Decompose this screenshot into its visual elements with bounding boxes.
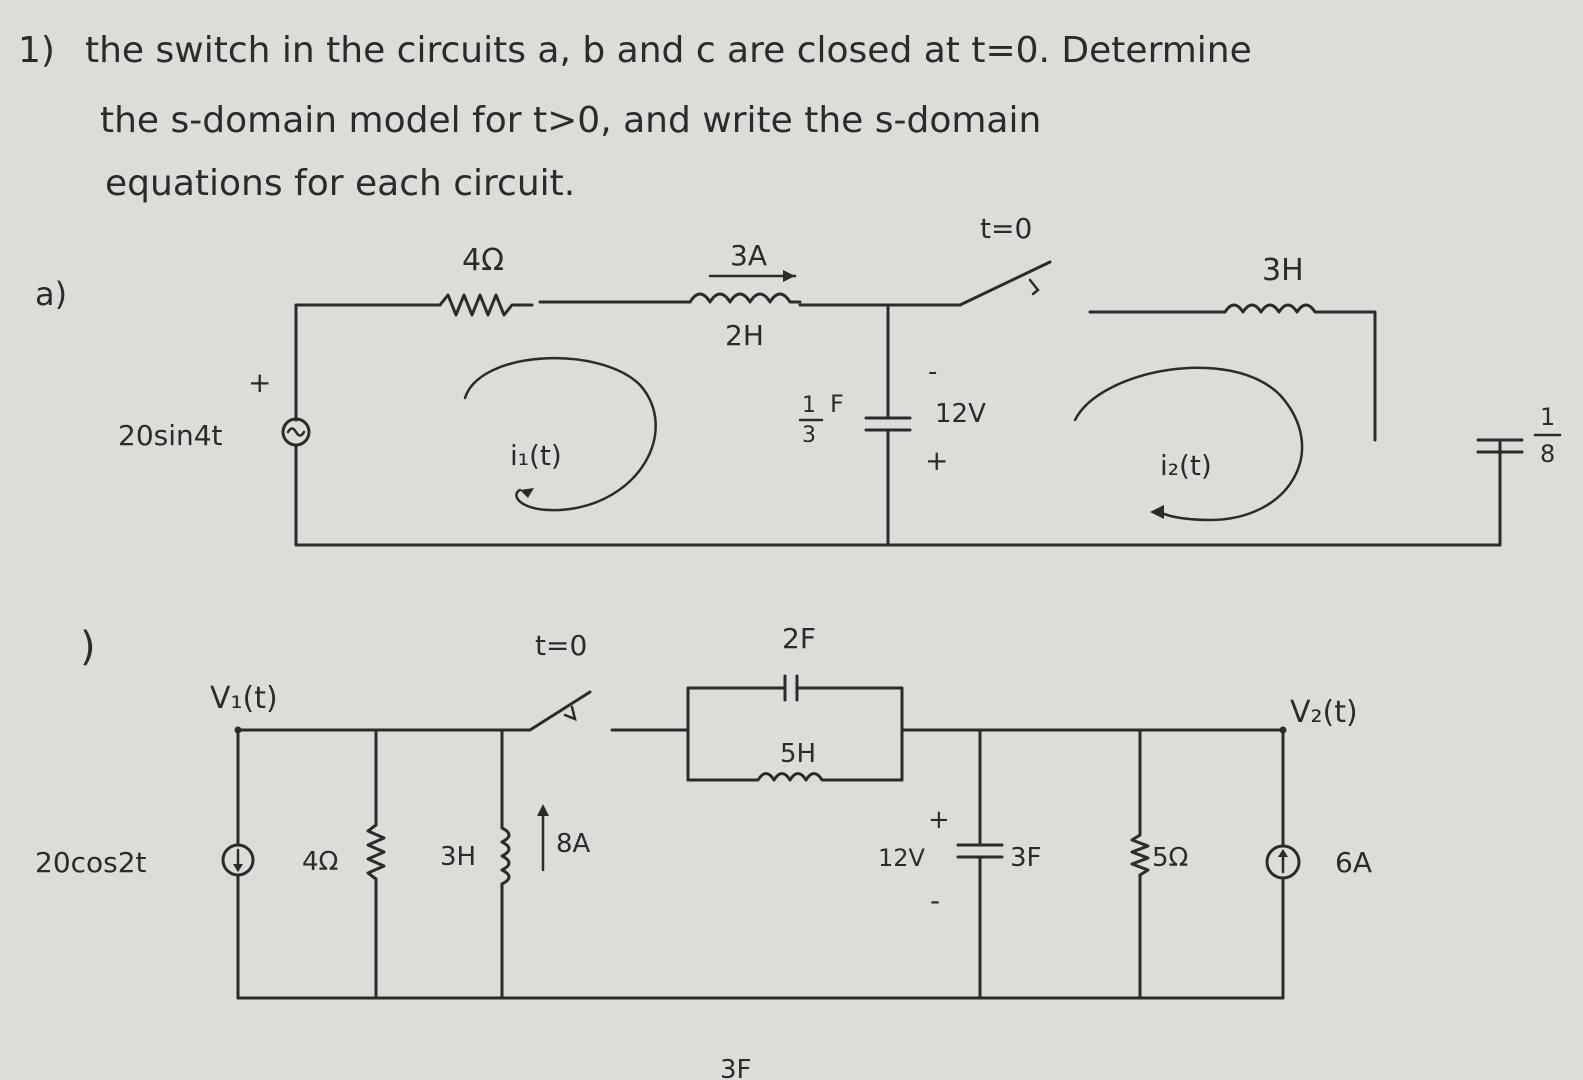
- inductor-b1-current-label: 8A: [556, 829, 591, 859]
- loop-current-2-label: i₂(t): [1160, 449, 1212, 482]
- cap-2f-label: 2F: [782, 622, 816, 655]
- source-value-label: 20sin4t: [118, 419, 223, 452]
- circuit-a-left-wire-top: [294, 303, 442, 422]
- current-source-2-label: 6A: [1335, 846, 1372, 879]
- capacitor-2-den: 8: [1540, 440, 1555, 468]
- ac-wave-icon: [286, 427, 306, 437]
- inductor-5h-icon: [686, 772, 904, 782]
- cap-plus-sign: +: [925, 444, 948, 477]
- problem-line-3: equations for each circuit.: [105, 163, 575, 204]
- cap-fraction-den: 3: [802, 423, 816, 448]
- cap-3f-minus: -: [930, 884, 940, 917]
- parallel-top-right: [795, 686, 904, 782]
- problem-statement: 1) the switch in the circuits a, b and c…: [18, 30, 1252, 204]
- inductor-b1-icon: [500, 826, 511, 886]
- loop-current-1-arrow: [463, 356, 657, 512]
- cap-unit-label: F: [830, 390, 844, 418]
- inductor-3h-label: 3H: [1262, 253, 1304, 288]
- inductor-2h-icon: [688, 292, 802, 304]
- node-v2-label: V₂(t): [1290, 695, 1358, 730]
- node-v1-label: V₁(t): [210, 681, 278, 716]
- problem-number: 1): [18, 30, 55, 71]
- cap-3f-plus: +: [928, 805, 950, 835]
- loop-2-arrowhead-icon: [1150, 505, 1164, 519]
- inductor-current-label: 3A: [730, 239, 767, 272]
- cap-3f-voltage: 12V: [878, 844, 926, 872]
- cut-off-label: 3F: [720, 1055, 752, 1080]
- ac-source-icon: [281, 417, 311, 447]
- switch-a-time-label: t=0: [980, 212, 1032, 245]
- resistor-b1-label: 4Ω: [302, 847, 338, 877]
- resistor-4ohm-label: 4Ω: [462, 243, 504, 278]
- switch-a-arrow-icon: [1028, 278, 1040, 296]
- cap-voltage-label: 12V: [935, 399, 986, 429]
- circuit-b-label: ): [80, 624, 96, 670]
- cap-minus-sign: -: [928, 357, 937, 387]
- resistor-b2-label: 5Ω: [1152, 843, 1188, 873]
- switch-b-blade: [528, 690, 592, 732]
- loop-1-arrowhead-icon: [520, 488, 534, 498]
- capacitor-2-num: 1: [1540, 403, 1555, 431]
- inductor-2h-label: 2H: [725, 319, 764, 352]
- circuit-a: a) 4Ω 3A 2H 1 3 F - 12V + t=0 3H: [35, 212, 1562, 547]
- source-b1-label: 20cos2t: [35, 846, 147, 879]
- problem-line-1: the switch in the circuits a, b and c ar…: [85, 30, 1252, 71]
- source-plus-sign: +: [248, 366, 271, 399]
- problem-line-2: the s-domain model for t>0, and write th…: [100, 100, 1041, 141]
- resistor-b1-icon: [366, 823, 386, 881]
- inductor-b1-arrowhead-icon: [537, 804, 549, 816]
- switch-b-time-label: t=0: [535, 629, 587, 662]
- switch-a-blade: [958, 260, 1052, 307]
- circuit-a-label: a): [35, 275, 67, 313]
- circuit-b: ) V₁(t) t=0 2F 5H V₂(t) 20cos2t: [35, 622, 1372, 1080]
- resistor-b2-icon: [1130, 833, 1150, 877]
- resistor-4ohm-icon: [438, 293, 534, 317]
- loop-current-2-arrow: [1073, 366, 1304, 522]
- cap-fraction-num: 1: [802, 393, 816, 418]
- current-source-1-arrowhead-icon: [233, 864, 243, 872]
- inductor-5h-label: 5H: [780, 739, 816, 769]
- inductor-3h-icon: [1223, 303, 1377, 442]
- current-source-2-arrowhead-icon: [1278, 849, 1288, 857]
- inductor-b1-label: 3H: [440, 842, 476, 872]
- cap-3f-label: 3F: [1010, 843, 1042, 873]
- switch-b-arrow-icon: [563, 705, 577, 722]
- loop-current-1-label: i₁(t): [510, 439, 562, 472]
- current-arrow-head-icon: [783, 270, 795, 282]
- parallel-top-left: [686, 686, 787, 782]
